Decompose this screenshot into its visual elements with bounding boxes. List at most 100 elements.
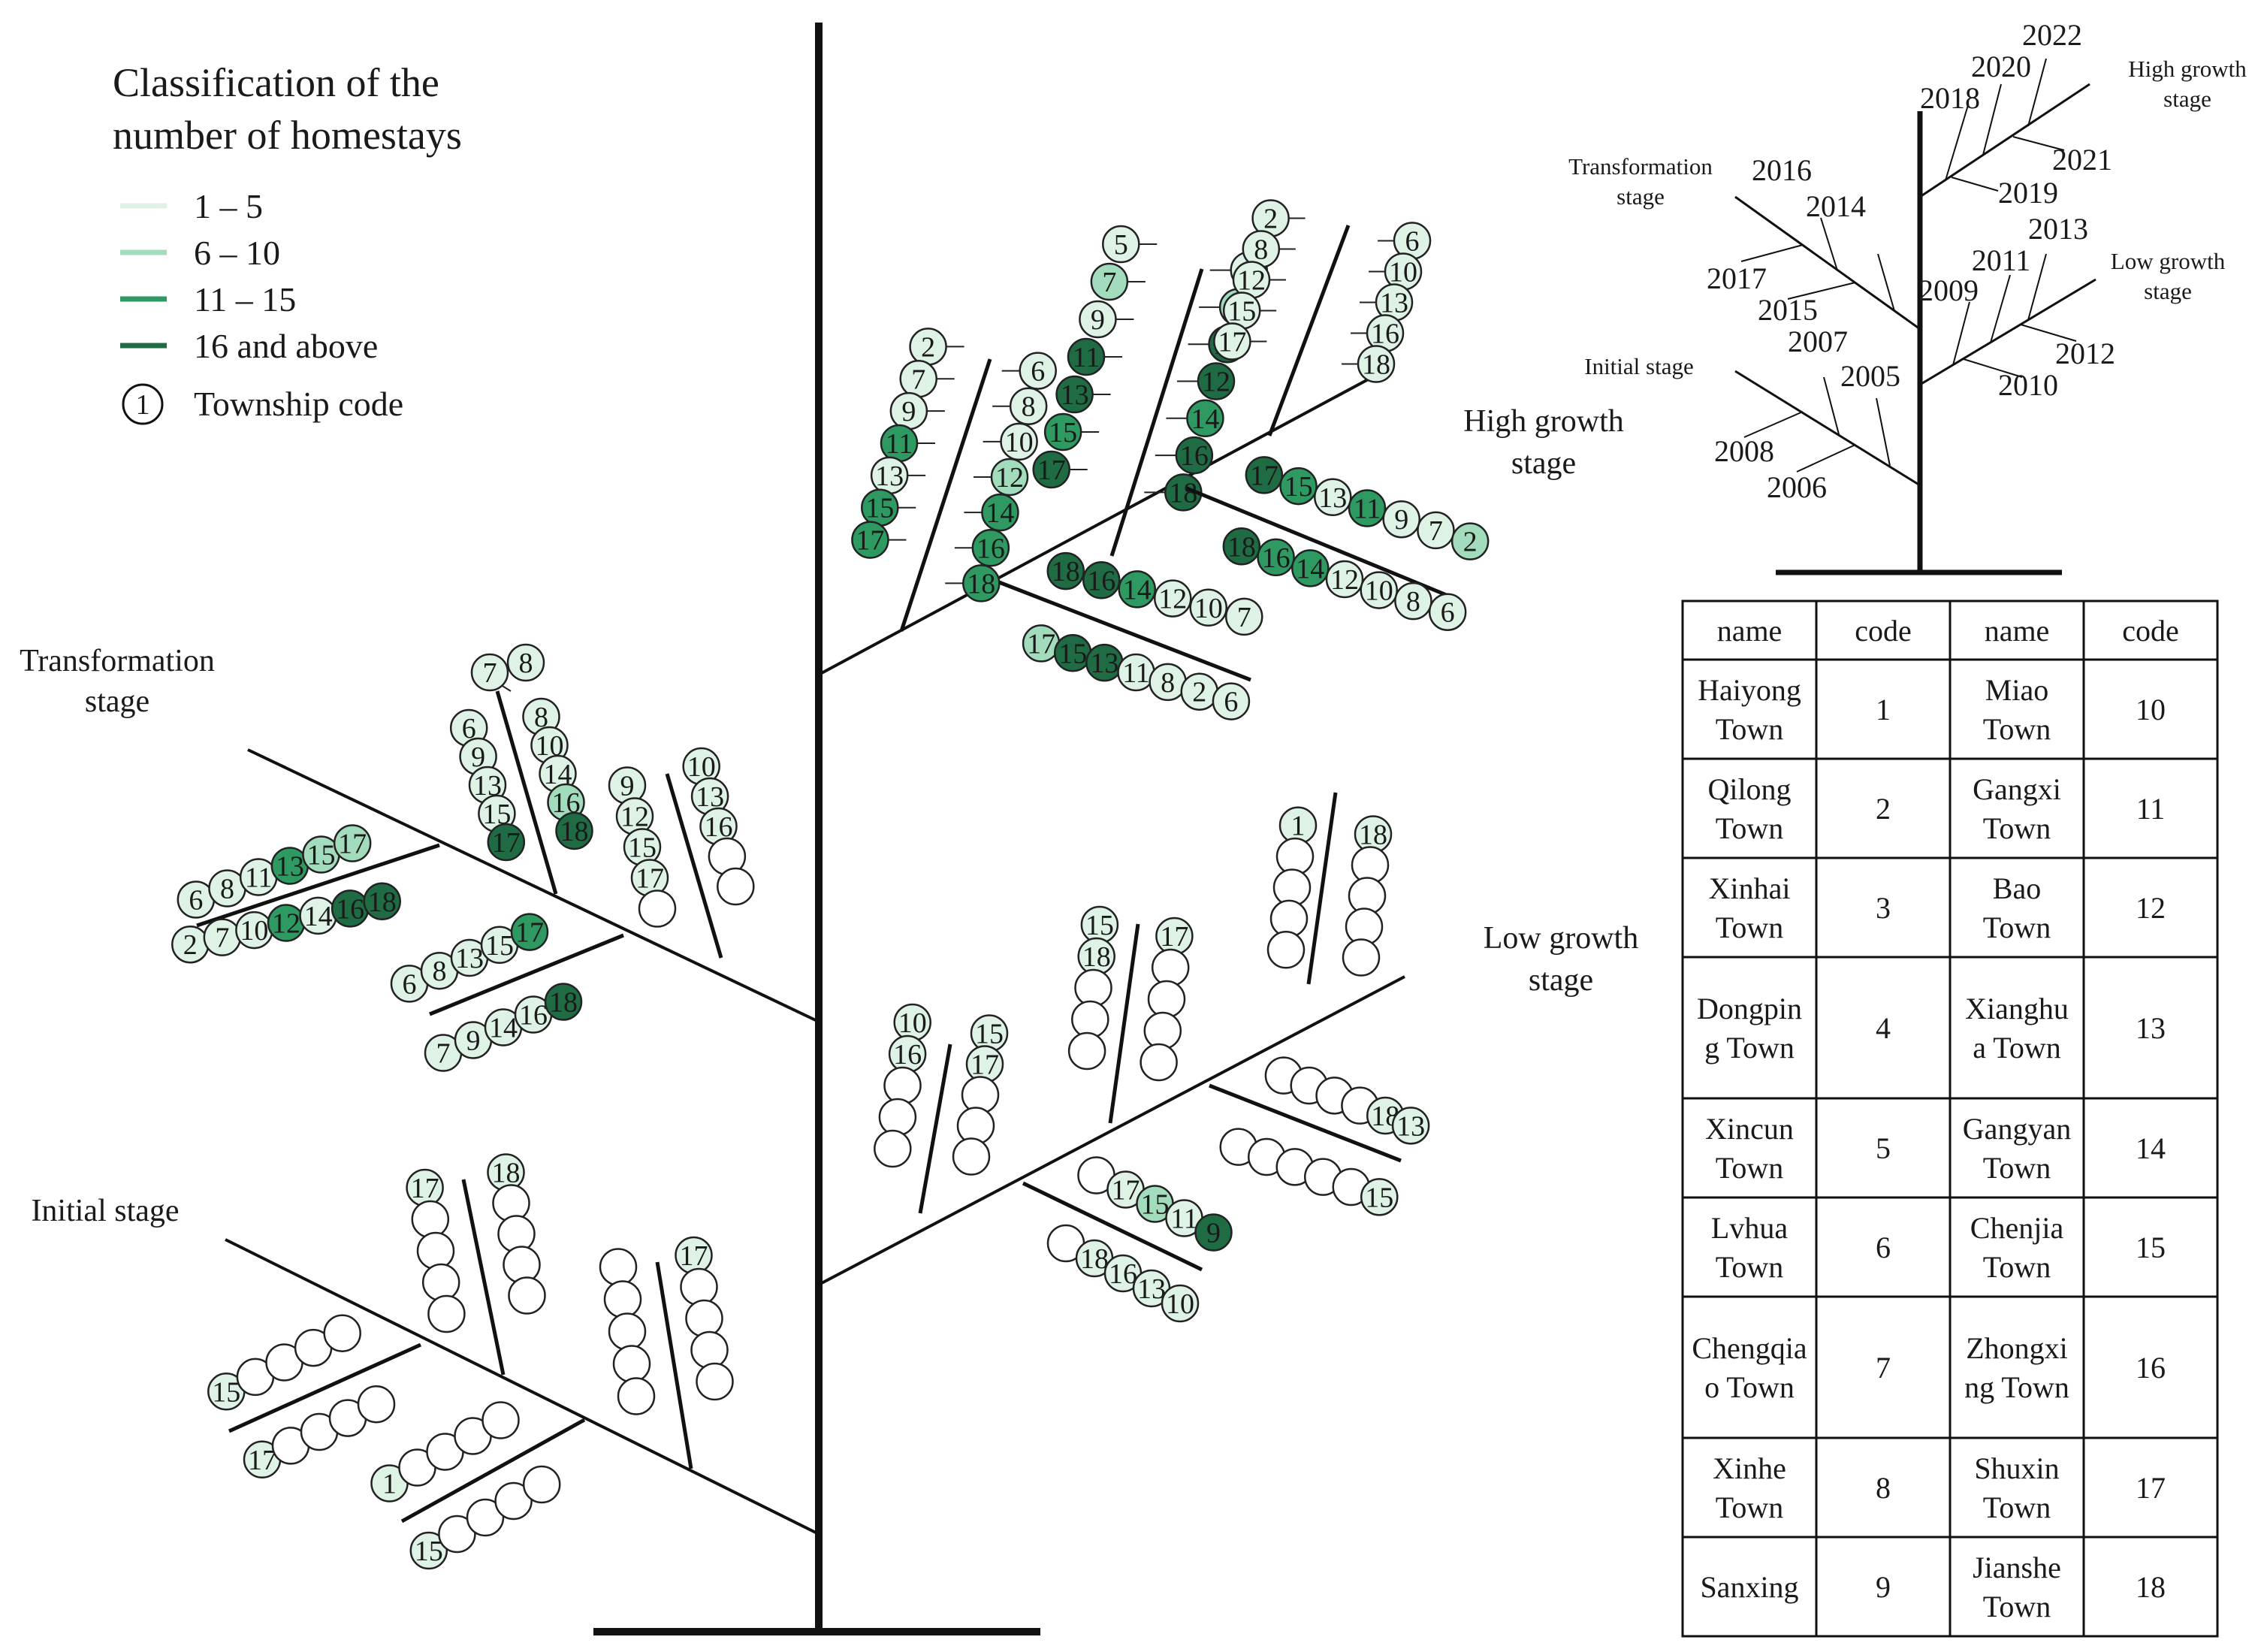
township-node bbox=[1189, 588, 1227, 627]
mini-year-label: 2017 bbox=[1707, 261, 1767, 295]
sub-stem bbox=[998, 580, 1251, 682]
township-node bbox=[1194, 1213, 1233, 1252]
table-cell bbox=[1815, 956, 1952, 1100]
township-node bbox=[1161, 1284, 1200, 1323]
township-node-code: 7 bbox=[911, 364, 925, 395]
township-node-code: 15 bbox=[1227, 296, 1256, 328]
sub-branch-in-a-bot: 18 bbox=[487, 1153, 546, 1315]
township-node-code: 18 bbox=[1362, 349, 1390, 381]
sub-branch-in-b-bot: 17 bbox=[675, 1236, 734, 1401]
sub-branch-in-d-top: 1 bbox=[370, 1401, 520, 1503]
township-node-code: 16 bbox=[1087, 565, 1115, 596]
township-node bbox=[470, 653, 509, 692]
sub-stem bbox=[1209, 1083, 1402, 1163]
township-node-code: 14 bbox=[986, 497, 1014, 529]
table-cell bbox=[2082, 1097, 2219, 1199]
township-node-code: 9 bbox=[1206, 1218, 1221, 1249]
table-header-text: name bbox=[1985, 614, 2050, 648]
township-node-code: 9 bbox=[1394, 504, 1408, 536]
township-node bbox=[1186, 399, 1224, 438]
table-header-cell bbox=[1681, 599, 1818, 661]
township-node bbox=[363, 882, 401, 921]
township-node bbox=[617, 1377, 656, 1415]
township-node bbox=[1357, 345, 1396, 383]
township-node-code: 12 bbox=[1158, 584, 1187, 615]
township-node-code: 8 bbox=[534, 702, 548, 733]
table-cell bbox=[2082, 757, 2219, 859]
township-node-code: 13 bbox=[455, 943, 484, 974]
township-node-code: 7 bbox=[483, 657, 497, 689]
township-node bbox=[685, 1299, 723, 1338]
township-node-code: 18 bbox=[1169, 477, 1197, 509]
township-node bbox=[1428, 593, 1467, 631]
township-node bbox=[717, 867, 755, 906]
township-node-code: 6 bbox=[1405, 226, 1420, 258]
township-node bbox=[481, 1401, 520, 1439]
township-node bbox=[508, 1276, 546, 1315]
sub-stem bbox=[461, 1179, 506, 1376]
township-node-code: 15 bbox=[1049, 417, 1077, 448]
sub-stem bbox=[196, 843, 440, 928]
township-node-code: 17 bbox=[971, 1049, 999, 1081]
table-header-text: code bbox=[1855, 614, 1912, 648]
township-node bbox=[1102, 225, 1140, 264]
township-node bbox=[981, 493, 1019, 532]
branch-transformation bbox=[247, 748, 820, 1023]
township-node bbox=[1212, 682, 1251, 720]
table-cell bbox=[1949, 956, 2085, 1100]
sub-branch-lo-b-bot: 17 bbox=[1140, 917, 1194, 1082]
sub-stem bbox=[495, 690, 558, 895]
township-node-code: 10 bbox=[1365, 575, 1393, 607]
township-node bbox=[1118, 570, 1156, 609]
table-cell bbox=[1681, 956, 1818, 1100]
township-node bbox=[1067, 337, 1106, 376]
township-node-code: 16 bbox=[1180, 440, 1209, 472]
mini-year-label: 2012 bbox=[2055, 337, 2115, 370]
township-node bbox=[1000, 422, 1038, 461]
township-node bbox=[1071, 1000, 1109, 1039]
mini-branch-transformation bbox=[1734, 195, 1921, 331]
table-cell bbox=[1681, 856, 1818, 959]
stage-label-initial: Initial stage bbox=[31, 1194, 179, 1228]
township-node-code: 17 bbox=[1112, 1175, 1140, 1207]
table-cell-text: 5 bbox=[1876, 1131, 1891, 1165]
township-node-code: 16 bbox=[893, 1039, 922, 1071]
township-code-label: Township code bbox=[194, 385, 403, 423]
table-cell bbox=[2082, 956, 2219, 1100]
township-node bbox=[555, 811, 593, 850]
table-cell-text: 4 bbox=[1876, 1011, 1891, 1045]
table-cell-text: 17 bbox=[2136, 1471, 2166, 1505]
table-cell bbox=[2082, 658, 2219, 760]
township-node-code: 11 bbox=[245, 862, 273, 894]
township-node bbox=[1082, 561, 1121, 599]
mini-year-label: 2015 bbox=[1758, 293, 1818, 327]
mini-year-label: 2007 bbox=[1788, 325, 1848, 358]
sub-branch-in-a-top: 17 bbox=[406, 1168, 466, 1333]
township-node-code: 13 bbox=[1318, 482, 1347, 514]
mini-year-label: 2019 bbox=[1998, 176, 2058, 210]
legend-title-line1: Classification of the bbox=[113, 60, 439, 105]
township-node bbox=[1175, 436, 1214, 475]
township-node-code: 8 bbox=[433, 956, 447, 987]
township-node bbox=[1067, 1031, 1106, 1071]
township-node-code: 13 bbox=[1380, 288, 1408, 319]
sub-stem bbox=[918, 1043, 952, 1214]
township-node bbox=[487, 823, 526, 862]
table-cell bbox=[1815, 757, 1952, 859]
township-node-code: 8 bbox=[1161, 667, 1175, 699]
mini-year-label: 2009 bbox=[1918, 273, 1979, 307]
township-node-code: 10 bbox=[1166, 1288, 1194, 1320]
township-node bbox=[1225, 597, 1263, 636]
table-cell-text: 10 bbox=[2136, 693, 2166, 726]
township-node-code: 7 bbox=[436, 1038, 451, 1070]
